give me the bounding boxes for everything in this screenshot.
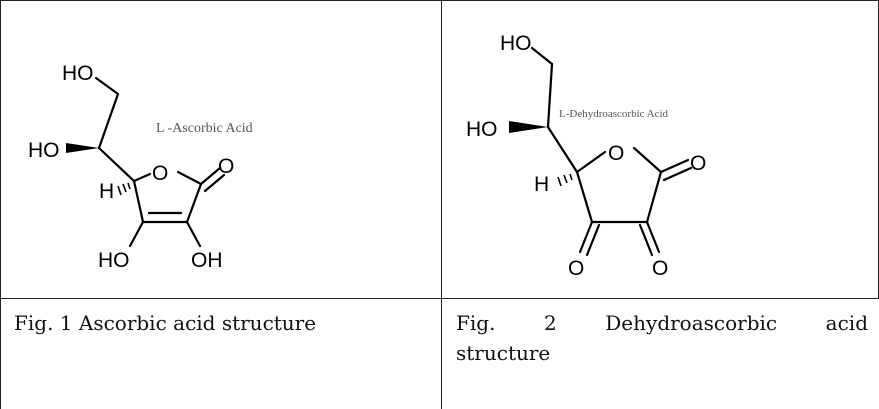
- atom-o-ring: O: [152, 162, 168, 185]
- ascorbic-acid-structure: HO HO H O O HO OH L -Ascorbic Acid: [28, 62, 253, 272]
- figure-1-caption: Fig. 1 Ascorbic acid structure: [14, 311, 317, 335]
- atom-o-carbonyl: O: [218, 155, 234, 178]
- figure-2-caption: Fig. 2 Dehydroascorbic acid structure: [456, 308, 868, 368]
- atom-ho-left: HO: [466, 118, 498, 141]
- dehydroascorbic-acid-structure: HO HO H O O O O L-Dehydroascorbic Acid: [466, 32, 706, 280]
- figure-2-caption-line-2: structure: [456, 341, 551, 365]
- atom-o-carbonyl: O: [690, 152, 706, 175]
- atom-o-ring: O: [608, 142, 624, 165]
- atom-ho-left: HO: [28, 139, 60, 162]
- atom-o-bottom-right: O: [652, 257, 668, 280]
- caption-word: 2: [543, 311, 557, 335]
- atom-ho-bottom: HO: [98, 249, 130, 272]
- table-row-divider: [0, 298, 879, 299]
- atom-ho-top: HO: [62, 62, 94, 85]
- compound-name-label: L-Dehydroascorbic Acid: [559, 108, 669, 120]
- table-center-border: [441, 0, 442, 409]
- figure-2-caption-line-1: Fig. 2 Dehydroascorbic acid: [456, 308, 868, 338]
- table-top-border: [0, 0, 879, 1]
- caption-word: acid: [825, 311, 868, 335]
- atom-ho-top: HO: [500, 32, 532, 55]
- caption-word: Fig.: [456, 311, 496, 335]
- atom-h: H: [534, 173, 549, 196]
- atom-h: H: [99, 180, 114, 203]
- compound-name-label: L -Ascorbic Acid: [156, 121, 253, 136]
- caption-word: Dehydroascorbic: [605, 311, 778, 335]
- atom-o-bottom-left: O: [568, 257, 584, 280]
- atom-oh-bottom: OH: [191, 249, 223, 272]
- table-left-border: [0, 0, 1, 409]
